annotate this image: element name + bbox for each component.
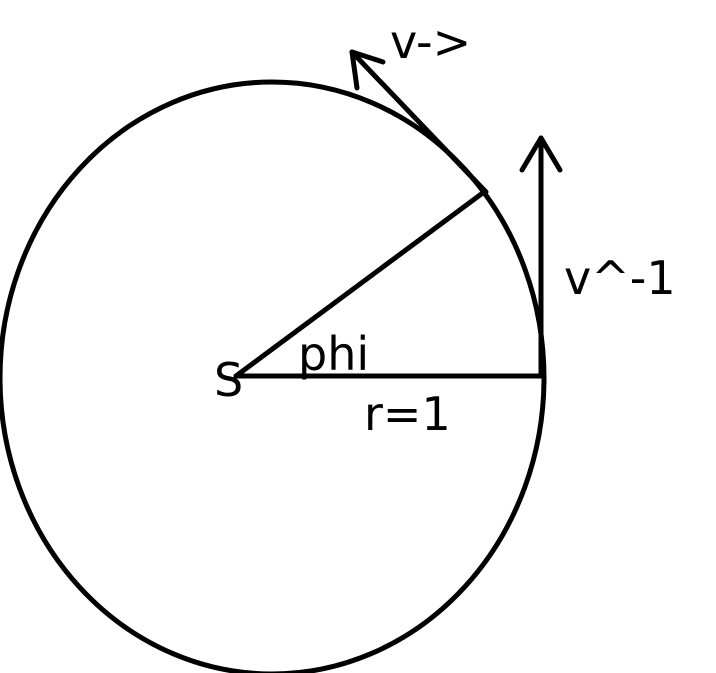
tangent-velocity-label: v-> (390, 15, 471, 69)
orbit-circle (0, 79, 547, 673)
vertical-velocity-label: v^-1 (564, 251, 676, 305)
center-label: S (214, 353, 243, 407)
radius-label: r=1 (364, 387, 451, 441)
tangent-velocity-arrowhead (349, 49, 386, 91)
vertical-velocity-arrowhead (519, 135, 563, 173)
angle-label: phi (298, 327, 369, 381)
angled-radius-line (233, 189, 487, 379)
tangent-velocity-arrow-shaft (349, 49, 489, 195)
